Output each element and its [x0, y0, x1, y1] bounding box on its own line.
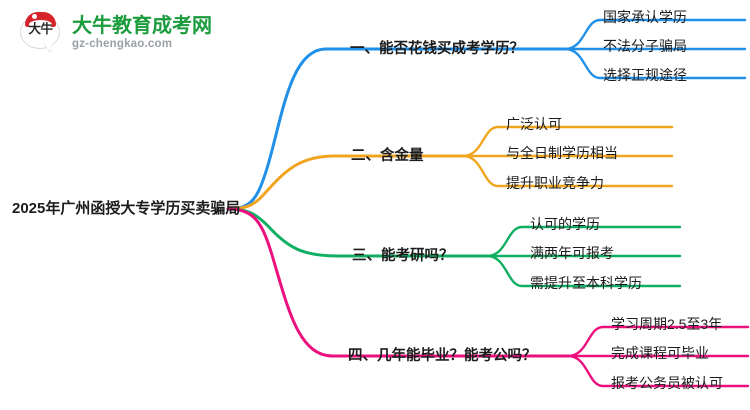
root-node[interactable]: 2025年广州函授大专学历买卖骗局: [12, 200, 241, 217]
site-logo: 大牛 大牛教育成考网 gz-chengkao.com: [18, 10, 233, 56]
leaf-node-3-3[interactable]: 需提升至本科学历: [530, 275, 642, 291]
branch-connector-1: [226, 18, 747, 211]
logo-mark-text: 大牛: [28, 22, 53, 36]
branch-connector-4: [226, 207, 750, 388]
branch-connector-2: [226, 125, 674, 211]
leaf-node-1-3[interactable]: 选择正规途径: [603, 67, 687, 83]
leaf-node-4-2[interactable]: 完成课程可毕业: [611, 345, 709, 361]
leaf-node-3-2[interactable]: 满两年可报考: [530, 245, 614, 261]
logo-title: 大牛教育成考网: [72, 14, 212, 37]
branch-node-4[interactable]: 四、几年能毕业？能考公吗？: [348, 348, 537, 364]
logo-subtitle: gz-chengkao.com: [72, 37, 173, 50]
leaf-node-2-1[interactable]: 广泛认可: [506, 116, 562, 132]
branch-node-2[interactable]: 二、含金量: [351, 148, 424, 164]
leaf-node-3-1[interactable]: 认可的学历: [530, 216, 600, 232]
leaf-node-2-2[interactable]: 与全日制学历相当: [506, 145, 618, 161]
leaf-node-2-3[interactable]: 提升职业竞争力: [506, 175, 604, 191]
logo-text-block: 大牛教育成考网 gz-chengkao.com: [72, 16, 212, 51]
logo-mark-icon: 大牛: [18, 12, 64, 54]
speech-bubble-tail: [43, 42, 53, 52]
cap-dot-icon: [31, 13, 37, 19]
leaf-node-1-2[interactable]: 不法分子骗局: [603, 38, 687, 54]
leaf-node-1-1[interactable]: 国家承认学历: [603, 9, 687, 25]
leaf-node-4-1[interactable]: 学习周期2.5至3年: [611, 316, 723, 332]
branch-node-3[interactable]: 三、能考研吗？: [352, 248, 454, 264]
branch-node-1[interactable]: 一、能否花钱买成考学历？: [350, 41, 524, 57]
leaf-node-4-3[interactable]: 报考公务员被认可: [611, 375, 723, 391]
